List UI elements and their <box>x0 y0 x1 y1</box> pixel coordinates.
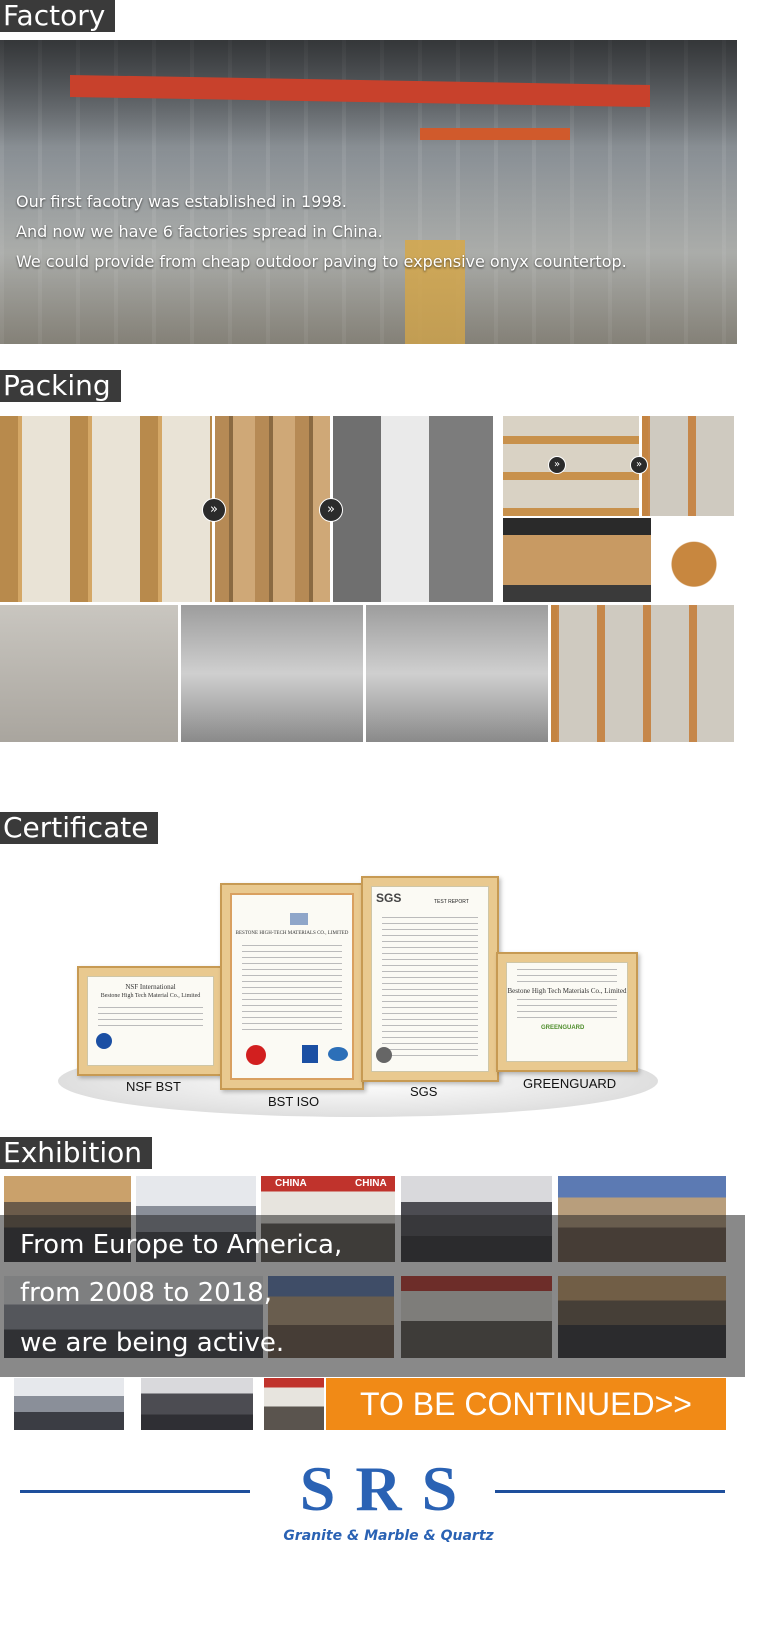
packing-photo-crate-side <box>642 416 734 516</box>
iso-label: BST ISO <box>268 1094 320 1109</box>
greenguard-body: Bestone High Tech Materials Co., Limited <box>507 987 627 995</box>
exhibition-line-2: from 2008 to 2018, <box>20 1278 273 1308</box>
sgs-certificate: SGS TEST REPORT <box>361 876 499 1082</box>
factory-photo: Our first facotry was established in 199… <box>0 40 737 344</box>
next-arrow-icon: » <box>319 498 343 522</box>
packing-photo-container <box>333 416 493 602</box>
overhead-crane <box>70 74 650 108</box>
exhibition-section-title: Exhibition <box>0 1137 152 1169</box>
nsf-seal-icon <box>96 1033 112 1049</box>
iaf-logo-icon <box>328 1047 348 1061</box>
brand-tagline: Granite & Marble & Quartz <box>283 1528 494 1544</box>
iso-text-lines <box>242 945 342 1035</box>
factory-line-1: Our first facotry was established in 199… <box>16 192 347 211</box>
packing-section-title: Packing <box>0 370 121 402</box>
iso-certificate: BESTONE HIGH-TECH MATERIALS CO., LIMITED <box>220 883 364 1090</box>
china-banner: CHINA <box>275 1178 307 1189</box>
exhibition-line-3: we are being active. <box>20 1328 285 1358</box>
sgs-stamp-icon <box>376 1047 392 1063</box>
nsf-header: NSF International <box>125 983 176 991</box>
iso-header: BESTONE HIGH-TECH MATERIALS CO., LIMITED <box>235 931 349 936</box>
exhibition-overlay <box>0 1215 745 1377</box>
packing-photo-crates <box>551 605 734 742</box>
exhibition-photo <box>264 1378 324 1430</box>
packing-photo-wood-closeup <box>215 416 330 602</box>
packing-photo-countertops <box>366 605 548 742</box>
exhibition-photo <box>14 1378 124 1430</box>
packing-photo-container-loaded <box>503 518 651 602</box>
next-arrow-icon: » <box>202 498 226 522</box>
china-banner: CHINA <box>355 1178 387 1189</box>
certificate-section-title: Certificate <box>0 812 159 844</box>
iso-logo-icon <box>290 913 308 925</box>
nsf-body: Bestone High Tech Material Co., Limited <box>100 993 201 999</box>
sgs-header: TEST REPORT <box>434 899 469 905</box>
greenguard-text-lines <box>517 999 617 1019</box>
greenguard-certificate: Bestone High Tech Materials Co., Limited… <box>496 952 638 1072</box>
brand-logo: SRS <box>299 1453 478 1524</box>
packing-photo-vanity-tops <box>181 605 363 742</box>
factory-line-3: We could provide from cheap outdoor pavi… <box>16 252 627 271</box>
greenguard-header-lines <box>517 969 617 983</box>
to-be-continued-banner: TO BE CONTINUED>> <box>326 1378 726 1430</box>
nsf-text-lines <box>98 1007 203 1027</box>
next-arrow-icon: » <box>548 456 566 474</box>
packing-photo-slabs <box>0 416 212 602</box>
factory-walkway <box>405 240 465 344</box>
factory-section-title: Factory <box>0 0 116 32</box>
exhibition-line-1: From Europe to America, <box>20 1230 343 1260</box>
packing-photo-racks <box>0 605 178 742</box>
packing-photo-shipping-icon <box>654 518 734 602</box>
sgs-logo: SGS <box>376 891 402 905</box>
brand-divider-right <box>495 1490 725 1493</box>
packing-photo-crate-top <box>503 416 639 516</box>
nsf-certificate: NSF International Bestone High Tech Mate… <box>77 966 224 1076</box>
exhibition-photo <box>141 1378 253 1430</box>
greenguard-label: GREENGUARD <box>523 1076 617 1091</box>
sgs-label: SGS <box>410 1084 438 1099</box>
crane-trolley <box>420 128 570 140</box>
greenguard-seal: GREENGUARD <box>541 1025 585 1031</box>
accreditation-icon <box>302 1045 318 1063</box>
factory-line-2: And now we have 6 factories spread in Ch… <box>16 222 383 241</box>
nsf-label: NSF BST <box>126 1079 181 1094</box>
red-seal-icon <box>246 1045 266 1065</box>
sgs-text-lines <box>382 917 478 1057</box>
brand-divider-left <box>20 1490 250 1493</box>
next-arrow-icon: » <box>630 456 648 474</box>
